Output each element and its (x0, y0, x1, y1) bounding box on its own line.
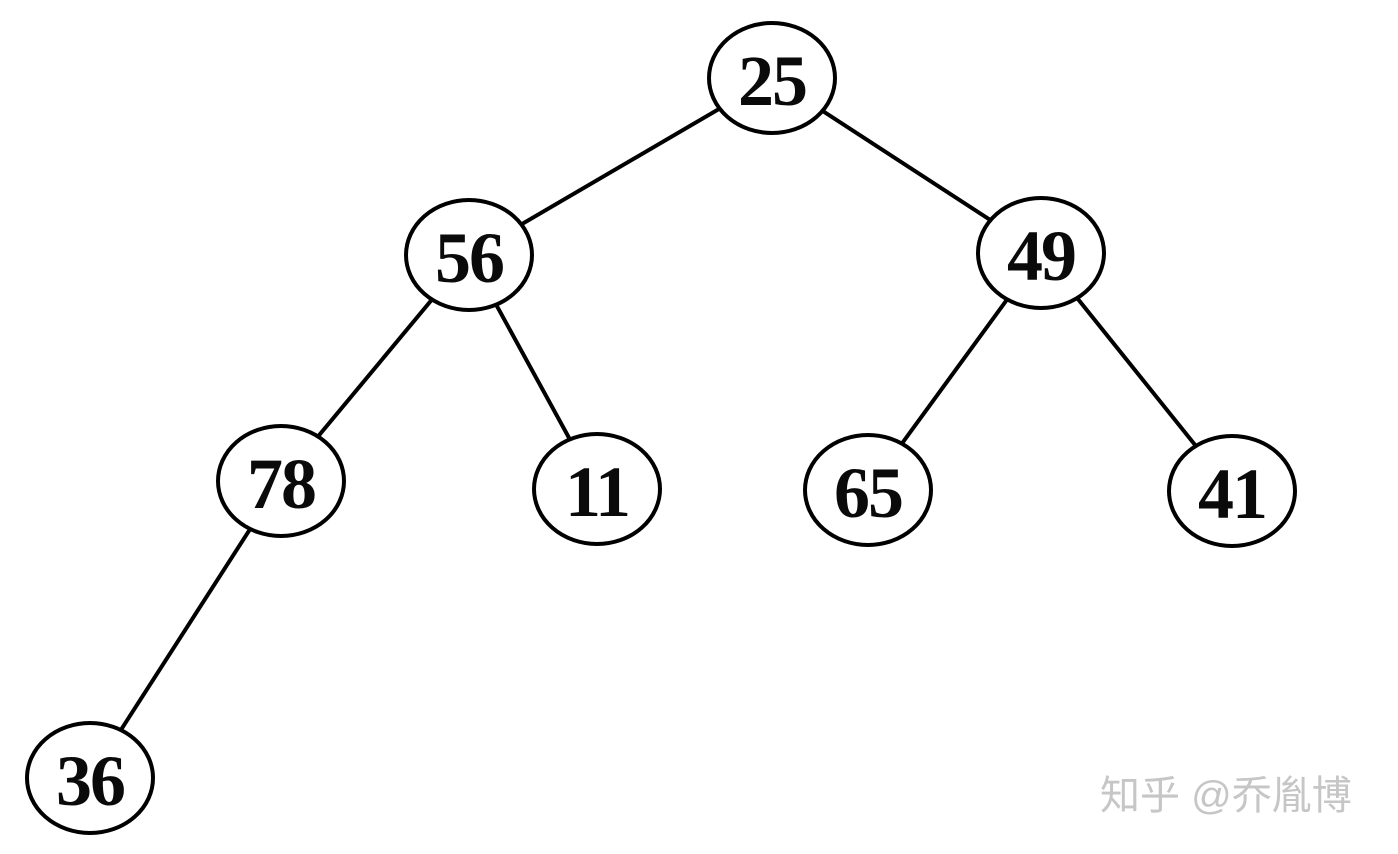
tree-node-circle (803, 433, 933, 547)
tree-node-49: 49 (976, 196, 1106, 310)
tree-node-label: 41 (1198, 454, 1266, 534)
tree-node-label: 78 (247, 444, 315, 524)
tree-node-label: 56 (435, 218, 503, 298)
tree-node-label: 25 (738, 41, 806, 121)
tree-node-circle (404, 198, 534, 312)
tree-node-circle (707, 21, 837, 135)
watermark: 知乎 @乔胤博 (1100, 774, 1352, 818)
tree-node-11: 11 (532, 432, 662, 546)
tree-node-circle (532, 432, 662, 546)
tree-node-circle (25, 721, 155, 835)
tree-node-36: 36 (25, 721, 155, 835)
tree-node-label: 36 (56, 741, 124, 821)
tree-node-label: 65 (834, 453, 902, 533)
tree-node-circle (216, 424, 346, 538)
tree-node-circle (976, 196, 1106, 310)
tree-node-label: 11 (565, 452, 629, 532)
tree-node-56: 56 (404, 198, 534, 312)
tree-node-25: 25 (707, 21, 837, 135)
tree-node-78: 78 (216, 424, 346, 538)
tree-node-circle (1167, 434, 1297, 548)
tree-node-65: 65 (803, 433, 933, 547)
tree-node-label: 49 (1007, 216, 1075, 296)
tree-node-41: 41 (1167, 434, 1297, 548)
